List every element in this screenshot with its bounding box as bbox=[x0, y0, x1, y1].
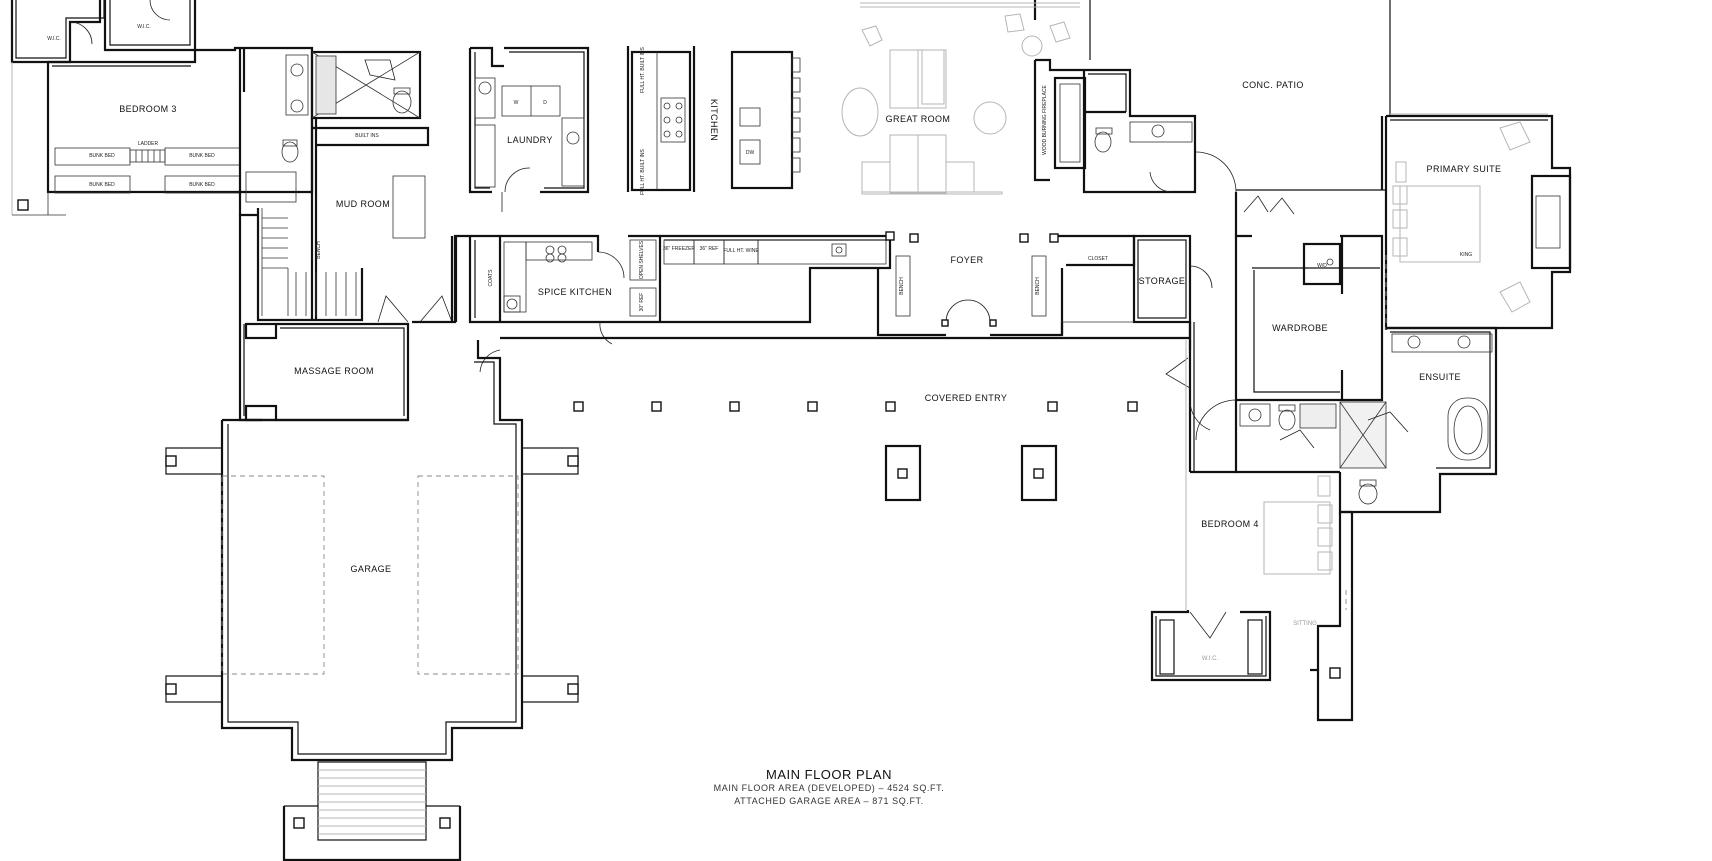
svg-text:DW: DW bbox=[746, 150, 755, 156]
room-covered-entry: COVERED ENTRY bbox=[925, 393, 1008, 403]
room-bedroom3: BEDROOM 3 bbox=[119, 104, 177, 114]
king-label: KING bbox=[1460, 252, 1472, 258]
svg-text:W: W bbox=[514, 100, 519, 106]
garage-area bbox=[165, 340, 579, 861]
bedroom3-area bbox=[10, 0, 314, 216]
coats-label: COATS bbox=[488, 269, 494, 287]
bedroom4-area bbox=[1150, 322, 1386, 722]
room-garage: GARAGE bbox=[351, 564, 392, 574]
bunk-bed-1: BUNK BED bbox=[89, 153, 115, 159]
primary-bed: KING bbox=[1392, 121, 1531, 313]
room-kitchen: KITCHEN bbox=[709, 99, 719, 141]
title-block: MAIN FLOOR PLAN MAIN FLOOR AREA (DEVELOP… bbox=[714, 767, 945, 806]
room-laundry: LAUNDRY bbox=[507, 135, 553, 145]
ref-30-label: 30" REF bbox=[639, 293, 645, 312]
room-conc-patio: CONC. PATIO bbox=[1242, 80, 1304, 90]
room-storage: STORAGE bbox=[1139, 276, 1186, 286]
room-massage-room: MASSAGE ROOM bbox=[294, 366, 374, 376]
wic-label-2: W.I.C. bbox=[137, 24, 151, 30]
room-bedroom4: BEDROOM 4 bbox=[1201, 519, 1259, 529]
wd-label: W/D bbox=[1317, 263, 1327, 269]
laundry-area: W D bbox=[468, 46, 590, 212]
front-steps bbox=[318, 769, 426, 835]
built-ins-label-2: FULL HT. BUILT INS bbox=[640, 148, 646, 194]
kitchen-area: FULL HT. BUILT INS FULL HT. BUILT INS DW bbox=[626, 46, 801, 195]
massage-room-area bbox=[238, 234, 470, 422]
room-foyer: FOYER bbox=[950, 255, 983, 265]
wic-bedroom4-label: W.I.C. bbox=[1202, 656, 1219, 662]
garage-area-text: ATTACHED GARAGE AREA – 871 SQ.FT. bbox=[734, 796, 924, 806]
bench-left-label: BENCH bbox=[899, 277, 905, 295]
developed-area: MAIN FLOOR AREA (DEVELOPED) – 4524 SQ.FT… bbox=[714, 783, 945, 793]
plan-title: MAIN FLOOR PLAN bbox=[766, 767, 892, 782]
svg-text:D: D bbox=[543, 100, 547, 106]
sitting-label: SITTING bbox=[1293, 621, 1317, 627]
stairs bbox=[262, 217, 357, 316]
room-wardrobe: WARDROBE bbox=[1272, 323, 1328, 333]
open-shelves-label: OPEN SHELVES bbox=[639, 240, 645, 279]
wine-label: FULL HT. WINE bbox=[723, 248, 759, 254]
ref-36-label: 36" REF bbox=[700, 246, 719, 252]
freezer-label: 36" FREEZER bbox=[663, 246, 695, 252]
room-ensuite: ENSUITE bbox=[1419, 372, 1461, 382]
bench-label-mud: BENCH bbox=[316, 241, 322, 259]
room-great-room: GREAT ROOM bbox=[886, 114, 951, 124]
foyer-row: COATS OPEN SHELVES 30" REF 36" FREEZER 3… bbox=[468, 231, 1213, 345]
bunk-bed-3: BUNK BED bbox=[89, 182, 115, 188]
fireplace-label: WOOD BURNING FIREPLACE bbox=[1042, 84, 1048, 154]
covered-entry-area bbox=[500, 322, 1211, 502]
great-room-area: WOOD BURNING FIREPLACE bbox=[841, 0, 1237, 195]
bunk-bed-4: BUNK BED bbox=[189, 182, 215, 188]
great-room-furniture bbox=[841, 13, 1071, 195]
room-primary-suite: PRIMARY SUITE bbox=[1427, 164, 1502, 174]
room-mud-room: MUD ROOM bbox=[336, 199, 390, 209]
built-ins-label-1: FULL HT. BUILT INS bbox=[640, 46, 646, 92]
ladder-label: LADDER bbox=[138, 141, 159, 147]
island-stools bbox=[791, 57, 801, 173]
bath-mudroom: BUILT INS BENCH bbox=[238, 50, 430, 322]
bunk-bed-2: BUNK BED bbox=[189, 153, 215, 159]
built-ins-label: BUILT INS bbox=[355, 133, 379, 139]
wic-label-1: W.I.C. bbox=[47, 36, 61, 42]
room-spice-kitchen: SPICE KITCHEN bbox=[538, 287, 612, 297]
closet-label: CLOSET bbox=[1088, 256, 1108, 262]
bedroom4-bed bbox=[1263, 475, 1333, 575]
bench-right-label: BENCH bbox=[1035, 277, 1041, 295]
wardrobe-ensuite: W/D bbox=[1195, 192, 1498, 514]
